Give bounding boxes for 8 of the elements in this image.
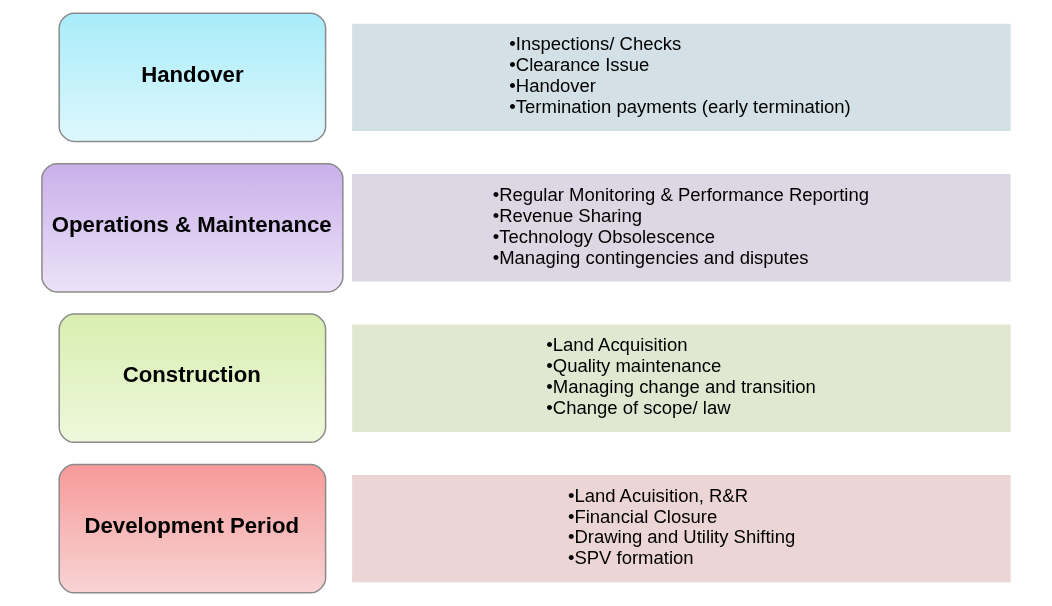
node-box: Handover (58, 12, 327, 143)
node-box: Development Period (58, 463, 327, 594)
node-box: Operations & Maintenance (41, 162, 344, 293)
node-box: •Land Acuisition, R&R •Financial Closure •Drawing and Utility Shifting •SPV formation (352, 475, 1011, 583)
node-box: •Regular Monitoring & Performance Reporting •Revenue Sharing •Technology Obsolescence •Managing contingencies and disputes (352, 174, 1011, 282)
node-box: •Land Acquisition •Quality maintenance •Managing change and transition •Change of scope/ law (352, 324, 1011, 432)
node-box: •Inspections/ Checks •Clearance Issue •Handover •Termination payments (early termination) (352, 23, 1011, 131)
node-box: Construction (58, 313, 327, 444)
